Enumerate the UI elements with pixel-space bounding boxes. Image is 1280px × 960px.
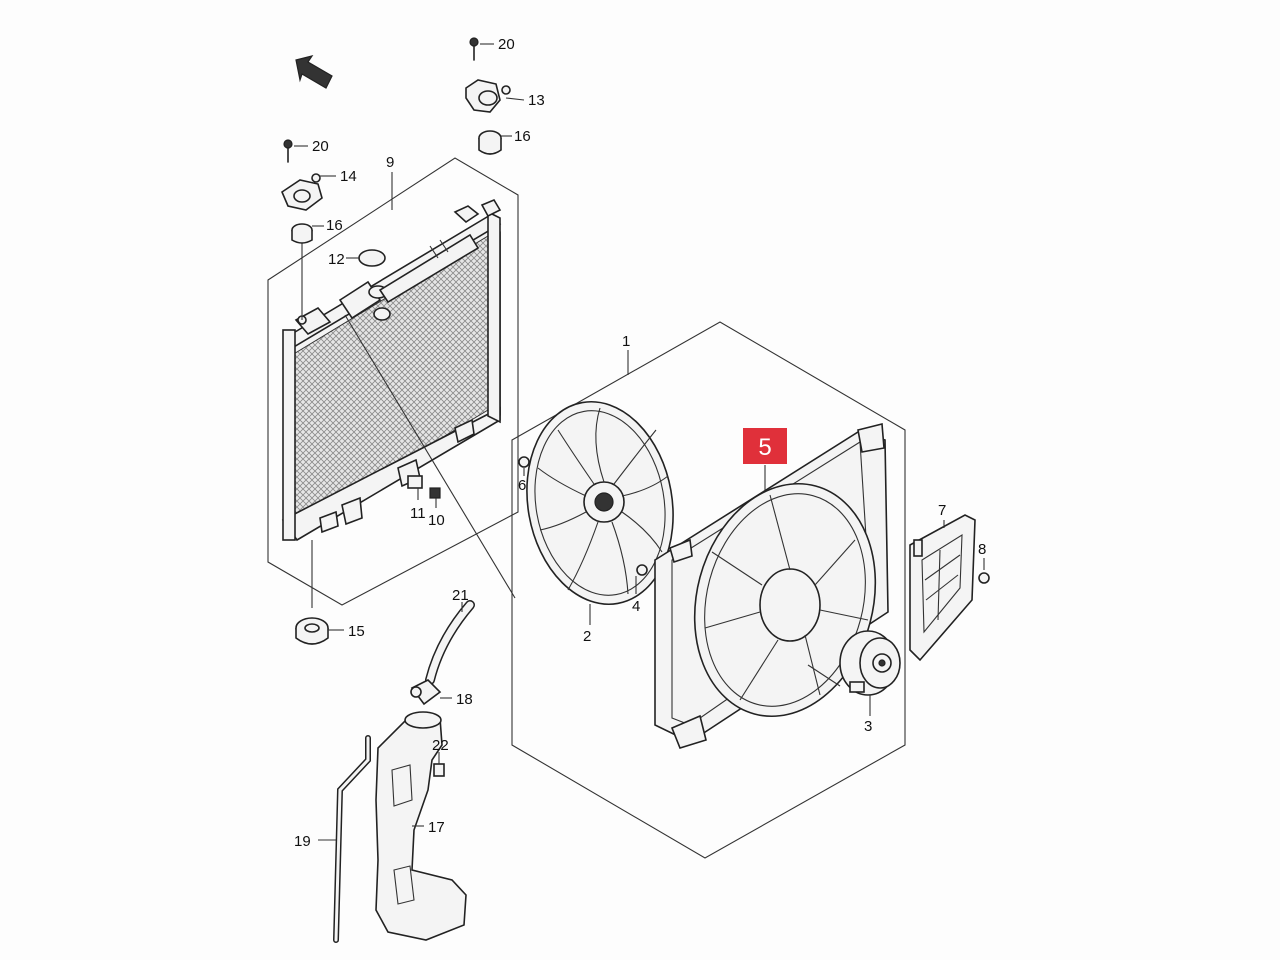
bolt-20-left (283, 139, 308, 163)
callout-14: 14 (340, 168, 357, 185)
callout-20-top: 20 (498, 36, 515, 53)
fan-assembly-outline (511, 321, 906, 859)
bracket-14 (281, 173, 336, 211)
callout-3: 3 (864, 718, 872, 735)
callout-2: 2 (583, 628, 591, 645)
callout-12: 12 (328, 251, 345, 268)
screw-4 (635, 564, 648, 594)
bolt-8 (978, 558, 990, 584)
highlight-badge: 5 (743, 428, 787, 464)
callout-6: 6 (518, 477, 526, 494)
highlight-badge-box (743, 428, 787, 464)
fan-blade (526, 400, 674, 625)
bracket-13 (465, 79, 525, 113)
fan-shroud (654, 422, 889, 749)
clamp-18 (410, 679, 452, 706)
callout-22: 22 (432, 737, 449, 754)
bracket-7 (909, 514, 976, 662)
callout-21: 21 (452, 587, 469, 604)
grommet-15 (295, 617, 344, 645)
radiator-outline (267, 157, 519, 606)
callouts: 20 13 16 20 14 9 16 12 11 10 15 1 6 2 4 … (294, 36, 986, 850)
callout-4: 4 (632, 598, 640, 615)
bolt-20-top (469, 37, 494, 61)
reservoir-17 (375, 711, 467, 941)
hose-19 (318, 735, 371, 943)
callout-7: 7 (938, 502, 946, 519)
front-arrow-icon (295, 55, 333, 89)
callout-1: 1 (622, 333, 630, 350)
callout-16-left: 16 (326, 217, 343, 234)
callout-17: 17 (428, 819, 445, 836)
callout-20-left: 20 (312, 138, 329, 155)
hose-21 (425, 600, 475, 685)
callout-16-top: 16 (514, 128, 531, 145)
callout-13: 13 (528, 92, 545, 109)
grommet-16-top (478, 130, 512, 155)
callout-10: 10 (428, 512, 445, 529)
callout-15: 15 (348, 623, 365, 640)
bolt-22 (433, 752, 445, 777)
fan-motor (807, 630, 901, 716)
highlight-badge-label: 5 (758, 434, 771, 461)
callout-18: 18 (456, 691, 473, 708)
callout-19: 19 (294, 833, 311, 850)
screw-6 (518, 456, 530, 476)
radiator-assembly (267, 157, 519, 608)
callout-9: 9 (386, 154, 394, 171)
callout-11: 11 (410, 505, 426, 522)
callout-8: 8 (978, 541, 986, 558)
grommet-16-left (291, 223, 324, 244)
fan-assembly (511, 321, 906, 859)
